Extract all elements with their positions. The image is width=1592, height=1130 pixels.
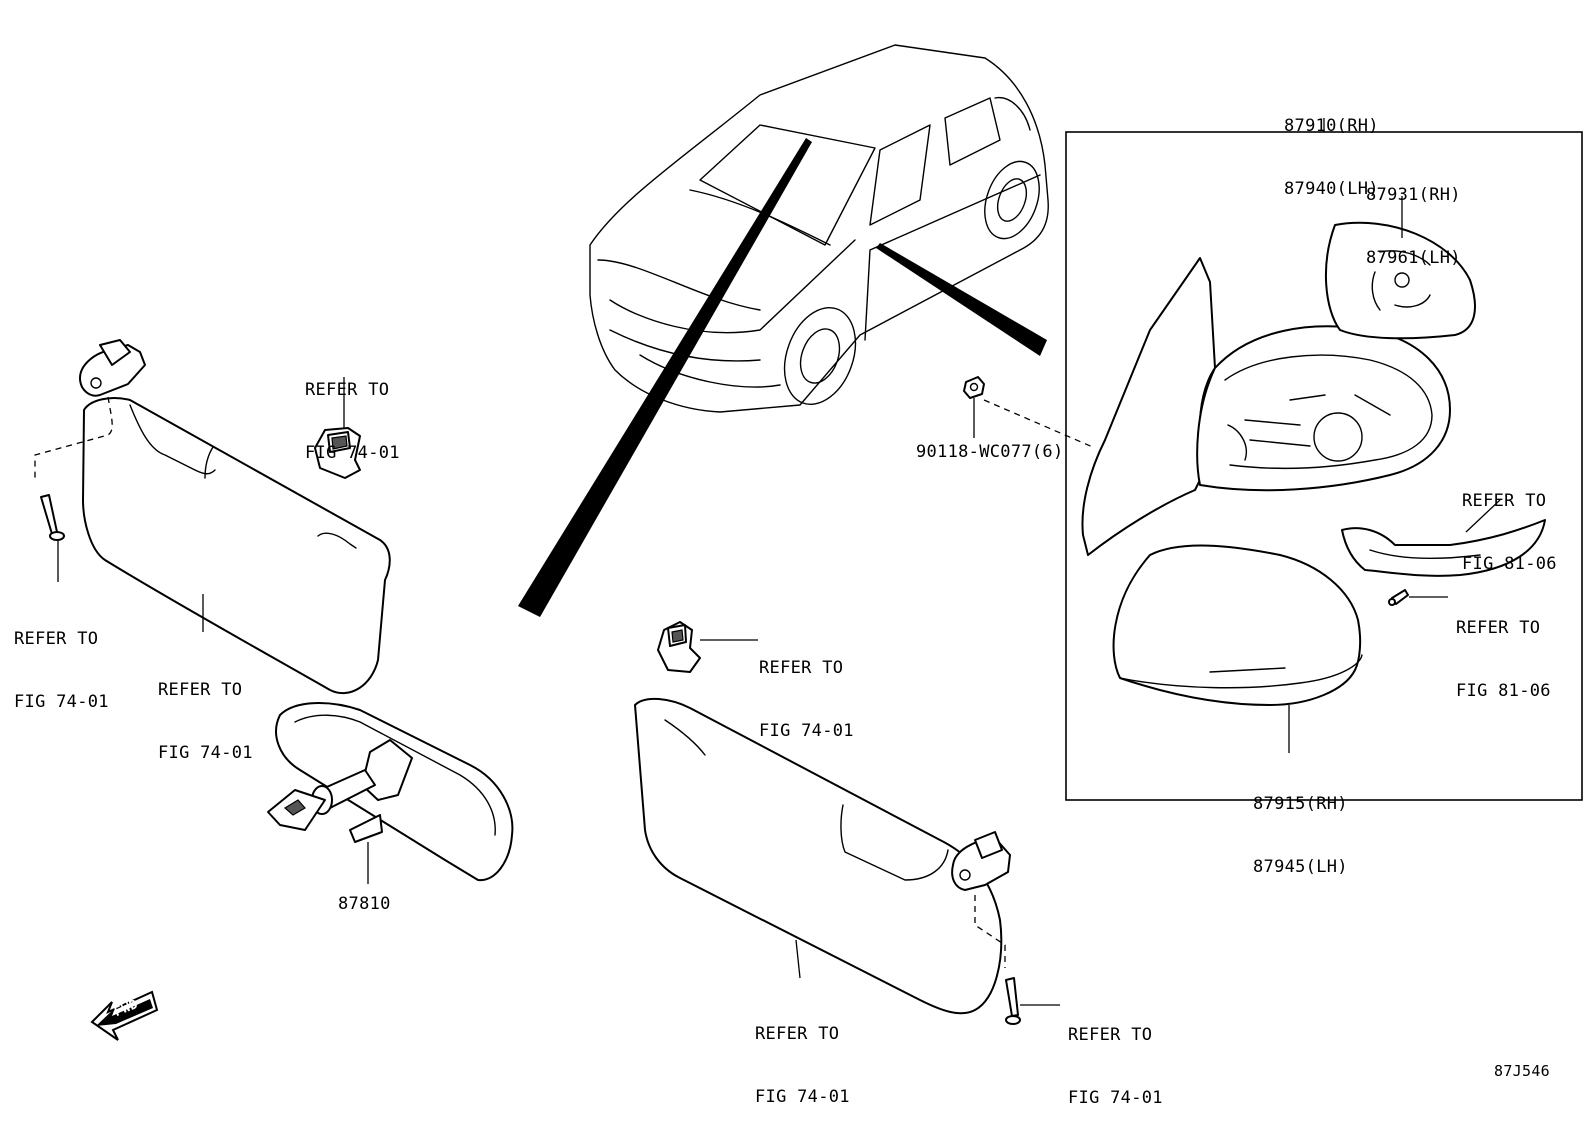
refer-fig: FIG 81-06 bbox=[1462, 554, 1557, 574]
sun-visor-right bbox=[634, 697, 1003, 1015]
refer-fig: FIG 74-01 bbox=[305, 443, 400, 463]
refer-fig: FIG 74-01 bbox=[755, 1087, 850, 1107]
refer-turn-lamp: REFER TO FIG 81-06 bbox=[1462, 449, 1557, 596]
sun-visor-left bbox=[82, 397, 391, 695]
mirror-assy-label: 87910(RH) 87940(LH) bbox=[1284, 74, 1379, 221]
mirror-cover-label: 87915(RH) 87945(LH) bbox=[1253, 752, 1348, 899]
mirror-cover-lh: 87945(LH) bbox=[1253, 857, 1348, 877]
visor-holder-middle bbox=[657, 621, 701, 673]
mirror-assy-rh: 87910(RH) bbox=[1284, 116, 1379, 136]
refer-turn-screw: REFER TO FIG 81-06 bbox=[1456, 576, 1551, 723]
mirror-glass bbox=[1325, 221, 1476, 340]
refer-holder-middle: REFER TO FIG 74-01 bbox=[759, 616, 854, 763]
mirror-glass-rh: 87931(RH) bbox=[1366, 185, 1461, 205]
visor-holder-top bbox=[314, 427, 361, 479]
refer-fig: FIG 74-01 bbox=[759, 721, 854, 741]
refer-fig: FIG 74-01 bbox=[158, 743, 253, 763]
lamp-screw bbox=[1388, 589, 1409, 606]
diagram-code: 87J546 bbox=[1494, 1062, 1550, 1080]
mirror-glass-lh: 87961(LH) bbox=[1366, 248, 1461, 268]
refer-screw-right: REFER TO FIG 74-01 bbox=[1068, 983, 1163, 1130]
refer-visor-left: REFER TO FIG 74-01 bbox=[158, 638, 253, 785]
refer-line: REFER TO bbox=[305, 380, 390, 400]
pointer-wedge-inner bbox=[518, 138, 812, 617]
parts-diagram bbox=[34, 44, 1583, 1041]
nut-label: 90118-WC077(6) bbox=[916, 442, 1064, 462]
refer-line: REFER TO bbox=[158, 680, 243, 700]
mirror-housing bbox=[1081, 257, 1451, 556]
refer-line: REFER TO bbox=[1068, 1025, 1153, 1045]
visor-bracket-left bbox=[79, 339, 146, 397]
refer-fig: FIG 74-01 bbox=[14, 692, 109, 712]
refer-fig: FIG 81-06 bbox=[1456, 681, 1551, 701]
mirror-assy-lh: 87940(LH) bbox=[1284, 179, 1379, 199]
mirror-glass-label: 87931(RH) 87961(LH) bbox=[1366, 143, 1461, 290]
screw-right bbox=[1005, 977, 1021, 1025]
screw-left bbox=[40, 494, 65, 541]
fwd-arrow-icon bbox=[90, 990, 159, 1041]
mirror-cover bbox=[1112, 544, 1363, 706]
nut bbox=[963, 376, 985, 399]
vehicle-outline bbox=[589, 44, 1049, 413]
pointer-wedge-outer bbox=[876, 243, 1047, 356]
refer-visor-right: REFER TO FIG 74-01 bbox=[755, 982, 850, 1129]
inner-rear-view-mirror bbox=[267, 702, 514, 882]
inner-mirror-label: 87810 bbox=[338, 894, 391, 914]
mirror-cover-rh: 87915(RH) bbox=[1253, 794, 1348, 814]
visor-bracket-right bbox=[951, 831, 1011, 891]
refer-line: REFER TO bbox=[14, 629, 99, 649]
refer-screw-left: REFER TO FIG 74-01 bbox=[14, 587, 109, 734]
turn-signal-lamp bbox=[1341, 519, 1546, 577]
refer-line: REFER TO bbox=[755, 1024, 840, 1044]
refer-line: REFER TO bbox=[1462, 491, 1547, 511]
refer-line: REFER TO bbox=[1456, 618, 1541, 638]
refer-holder-top: REFER TO FIG 74-01 bbox=[305, 338, 400, 485]
refer-line: REFER TO bbox=[759, 658, 844, 678]
